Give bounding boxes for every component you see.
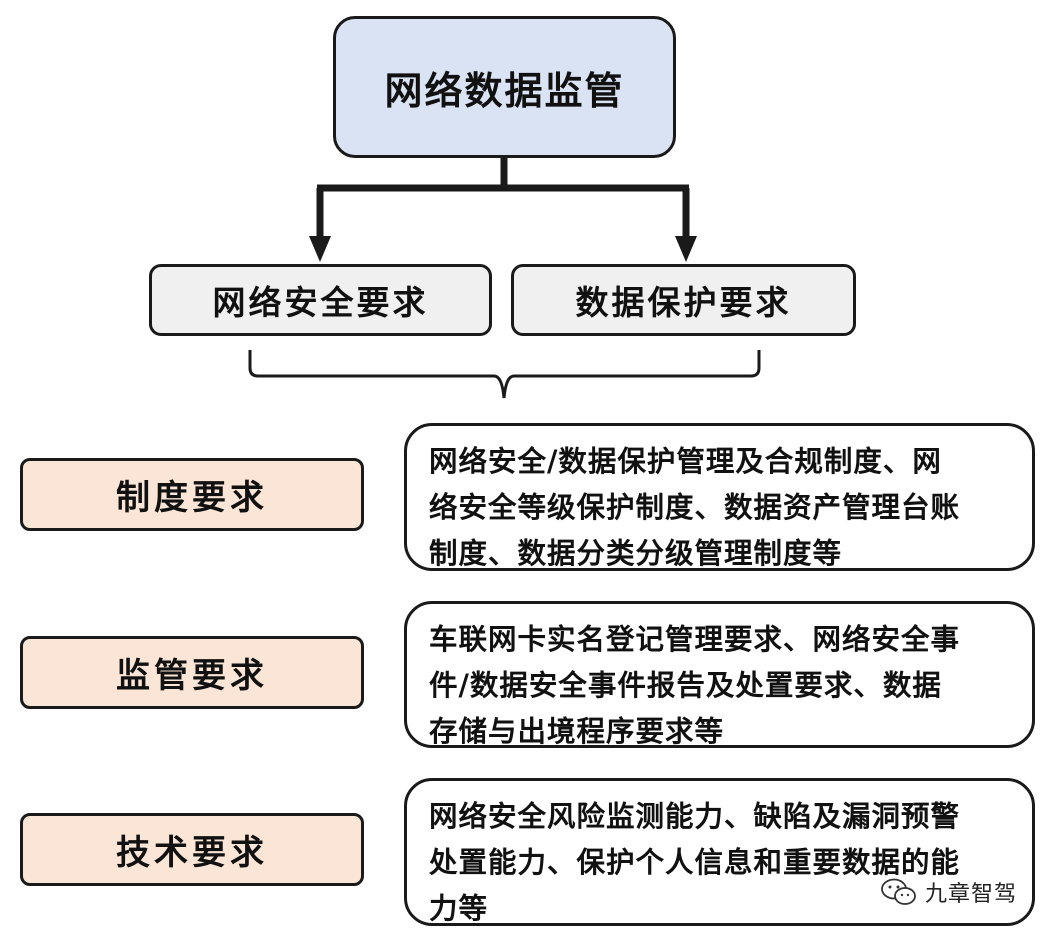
row-label-system: 制度要求 xyxy=(20,458,364,531)
category-label: 数据保护要求 xyxy=(575,283,792,322)
row-detail-system: 网络安全/数据保护管理及合规制度、网 络安全等级保护制度、数据资产管理台账 制度… xyxy=(404,423,1035,571)
row-label: 监管要求 xyxy=(116,656,268,696)
row-label: 制度要求 xyxy=(116,478,268,518)
root-label: 网络数据监管 xyxy=(384,67,625,113)
arrow-right xyxy=(675,236,697,262)
category-label: 网络安全要求 xyxy=(212,283,429,322)
watermark: 九章智驾 xyxy=(879,876,1017,908)
arrow-left xyxy=(309,236,331,262)
category-network-security: 网络安全要求 xyxy=(149,264,492,336)
watermark-text: 九章智驾 xyxy=(924,882,1017,907)
row-label-supervision: 监管要求 xyxy=(20,636,364,709)
grouping-brace xyxy=(248,350,761,399)
row-label: 技术要求 xyxy=(116,833,268,873)
root-node: 网络数据监管 xyxy=(333,16,676,158)
row-detail-supervision: 车联网卡实名登记管理要求、网络安全事 件/数据安全事件报告及处置要求、数据 存储… xyxy=(404,601,1035,748)
row-detail-technical: 网络安全风险监测能力、缺陷及漏洞预警 处置能力、保护个人信息和重要数据的能 力等 xyxy=(404,778,1035,926)
category-data-protection: 数据保护要求 xyxy=(511,264,856,336)
wechat-icon xyxy=(881,878,916,905)
row-label-technical: 技术要求 xyxy=(20,813,364,886)
